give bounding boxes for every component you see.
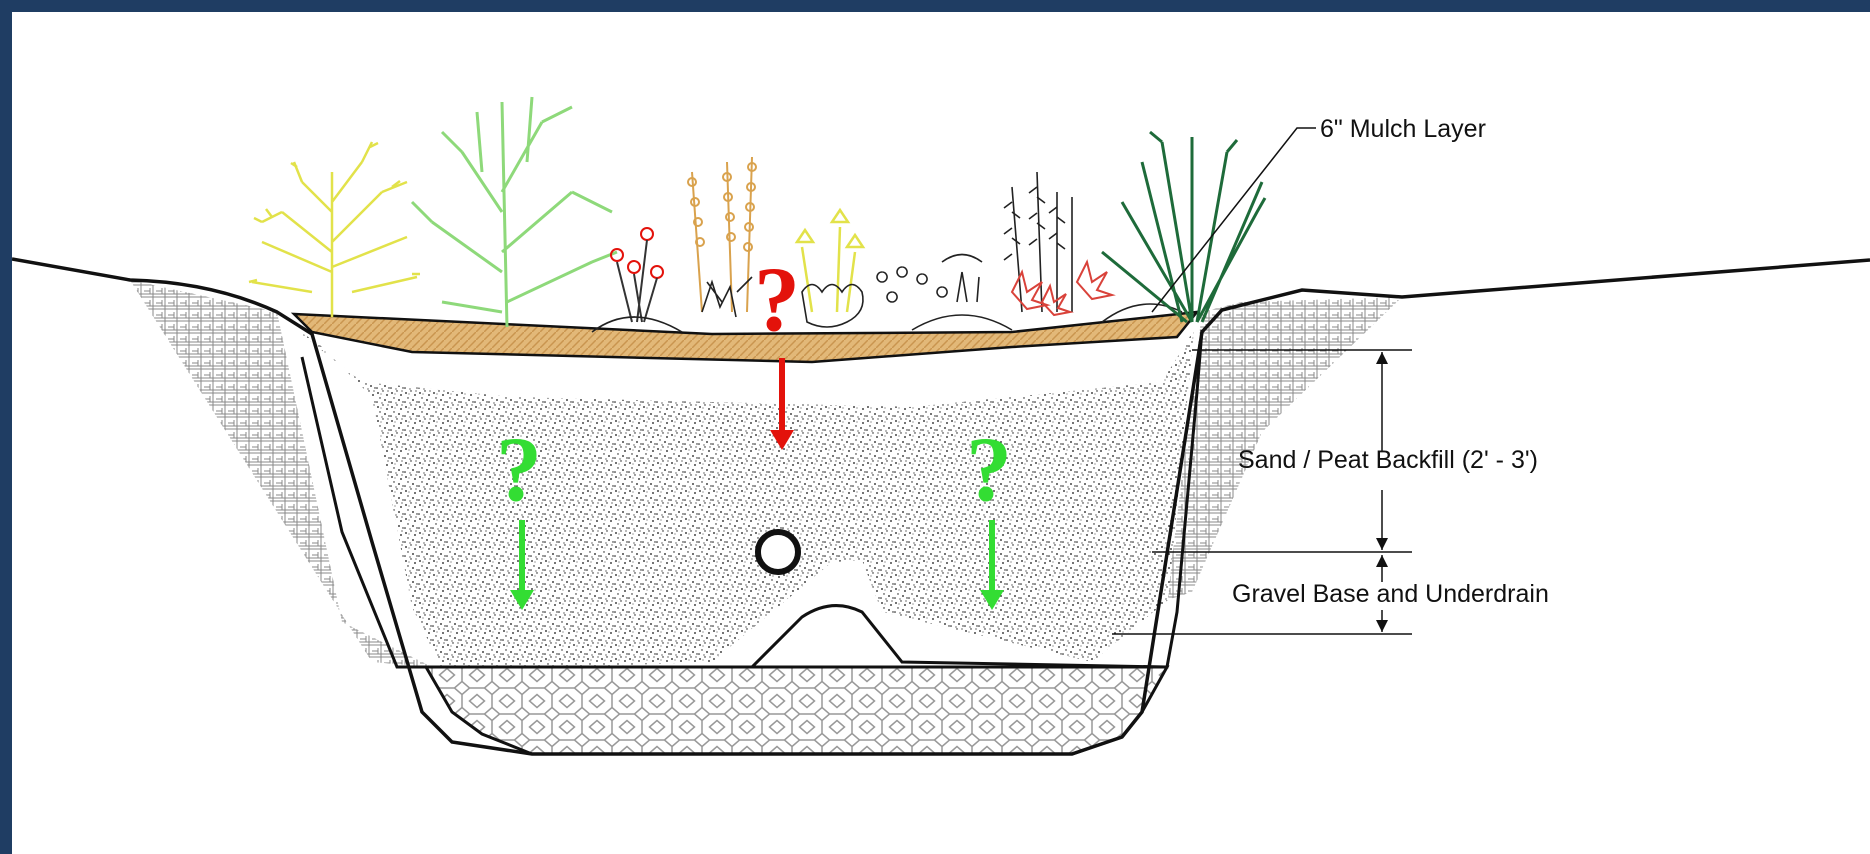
bioretention-cross-section: ? ? ? 6" Mulch Layer Sand / Peat Backfil…: [12, 12, 1870, 854]
tan-flower-spikes-icon: [688, 157, 756, 312]
black-ink-shrubs-icon: [592, 172, 1182, 332]
yellow-shrub-icon: [249, 142, 420, 317]
right-question-mark: ?: [966, 418, 1012, 520]
gravel-base-layer: [426, 667, 1167, 754]
center-question-mark: ?: [754, 248, 800, 350]
red-star-flowers-icon: [1012, 262, 1112, 315]
mulch-layer-label: 6" Mulch Layer: [1320, 115, 1486, 143]
red-poppy-flowers-icon: [611, 228, 663, 322]
dark-green-grass-icon: [1102, 132, 1265, 322]
mulch-layer: [294, 312, 1197, 362]
underdrain-pipe: [758, 532, 798, 572]
left-question-mark: ?: [496, 418, 542, 520]
yellow-flowers-icon: [797, 210, 863, 312]
sand-peat-backfill-label: Sand / Peat Backfill (2' - 3'): [1238, 446, 1538, 474]
light-green-tree-icon: [412, 97, 617, 327]
sand-peat-backfill-layer: [296, 330, 1194, 670]
gravel-base-label: Gravel Base and Underdrain: [1232, 580, 1549, 608]
diagram-canvas: ? ? ? 6" Mulch Layer Sand / Peat Backfil…: [12, 12, 1870, 854]
mulch-leader-line: [1152, 128, 1316, 312]
